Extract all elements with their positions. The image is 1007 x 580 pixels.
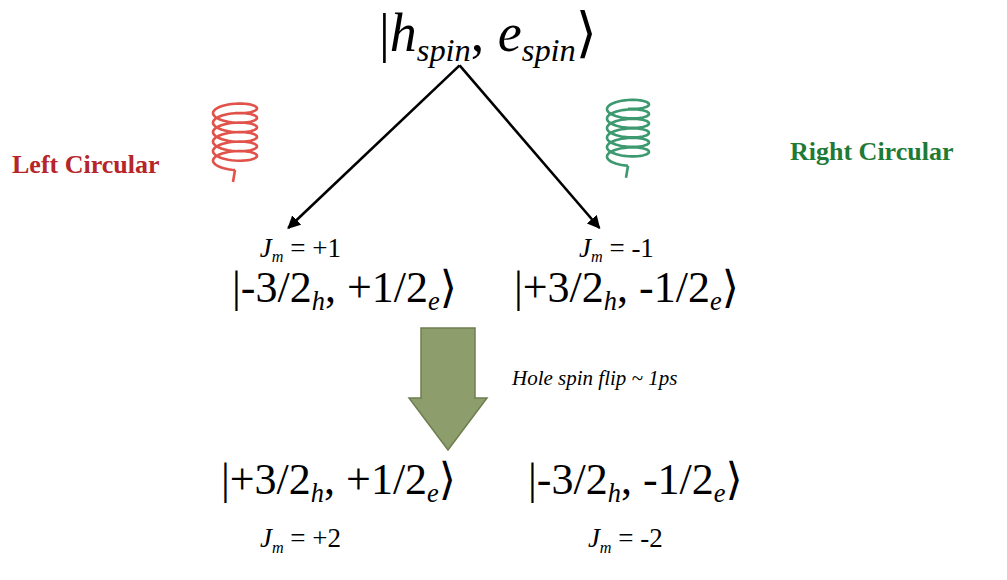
subscript: m: [600, 539, 612, 557]
left-helix-tail: [233, 170, 235, 182]
left-helix: [213, 104, 257, 170]
polarization-label: Right Circular: [790, 137, 953, 167]
text-run: 2: [289, 455, 311, 504]
symbol: J: [260, 523, 272, 553]
state-node: Jm = -1|+3/2h, -1/2e⟩: [514, 234, 739, 312]
subscript: e: [428, 286, 440, 316]
text-run: ⟩: [726, 455, 743, 504]
text-run: ⟩: [722, 263, 739, 312]
excitation-arrow: [460, 65, 600, 228]
state-node: |+3/2h, +1/2e⟩Jm = +2: [221, 456, 456, 554]
text-run: 2: [406, 263, 428, 312]
text-run: 2: [290, 263, 312, 312]
subscript: spin: [522, 32, 576, 68]
subscript: m: [272, 539, 284, 557]
subscript: e: [714, 478, 726, 508]
symbol: e: [498, 3, 522, 63]
state-ket: |+3/2h, -1/2e⟩: [514, 264, 739, 312]
angular-momentum-label: Jm = +2: [260, 524, 341, 554]
text-run: |+3/: [514, 263, 582, 312]
excitation-arrow: [288, 65, 459, 228]
text-run: ,: [471, 3, 498, 63]
text-run: |-3/: [232, 263, 290, 312]
text-run: , -1/: [621, 455, 692, 504]
text-run: 2: [582, 263, 604, 312]
symbol: J: [588, 523, 600, 553]
subscript: h: [608, 478, 621, 508]
state-node: |hspin, espin⟩: [379, 4, 597, 63]
state-ket: |hspin, espin⟩: [379, 4, 597, 63]
text-run: , +1/: [325, 263, 406, 312]
text-run: ⟩: [439, 455, 456, 504]
text-run: |+3/: [221, 455, 289, 504]
text-run: , -1/: [617, 263, 688, 312]
state-node: Jm = +1|-3/2h, +1/2e⟩: [232, 234, 457, 312]
text-run: |-3/: [528, 455, 586, 504]
text-run: 2: [405, 455, 427, 504]
angular-momentum-label: Jm = -1: [579, 234, 654, 264]
state-node: |-3/2h, -1/2e⟩Jm = -2: [528, 456, 743, 554]
text-run: , +1/: [324, 455, 405, 504]
angular-momentum-label: Jm = -2: [588, 524, 663, 554]
state-ket: |-3/2h, -1/2e⟩: [528, 456, 743, 504]
symbol: h: [390, 3, 417, 63]
state-ket: |+3/2h, +1/2e⟩: [221, 456, 456, 504]
text-run: 2: [692, 455, 714, 504]
right-helix-tail: [626, 166, 628, 178]
subscript: e: [427, 478, 439, 508]
transition-arrow: [409, 328, 487, 450]
text-run: = +2: [284, 523, 341, 553]
text-run: = -1: [603, 233, 654, 263]
text-run: = -2: [612, 523, 663, 553]
angular-momentum-label: Jm = +1: [260, 234, 341, 264]
subscript: e: [710, 286, 722, 316]
text-run: ⟩: [576, 3, 597, 63]
text-run: 2: [586, 455, 608, 504]
text-run: ⟩: [440, 263, 457, 312]
subscript: spin: [417, 32, 471, 68]
symbol: J: [260, 233, 272, 263]
subscript: h: [311, 478, 324, 508]
symbol: J: [579, 233, 591, 263]
polarization-label: Left Circular: [12, 150, 160, 180]
text-run: |: [379, 3, 390, 63]
subscript: h: [604, 286, 617, 316]
subscript: h: [312, 286, 325, 316]
text-run: 2: [688, 263, 710, 312]
text-run: = +1: [284, 233, 341, 263]
state-ket: |-3/2h, +1/2e⟩: [232, 264, 457, 312]
right-helix: [607, 100, 649, 166]
process-note: Hole spin flip ~ 1ps: [512, 366, 677, 390]
